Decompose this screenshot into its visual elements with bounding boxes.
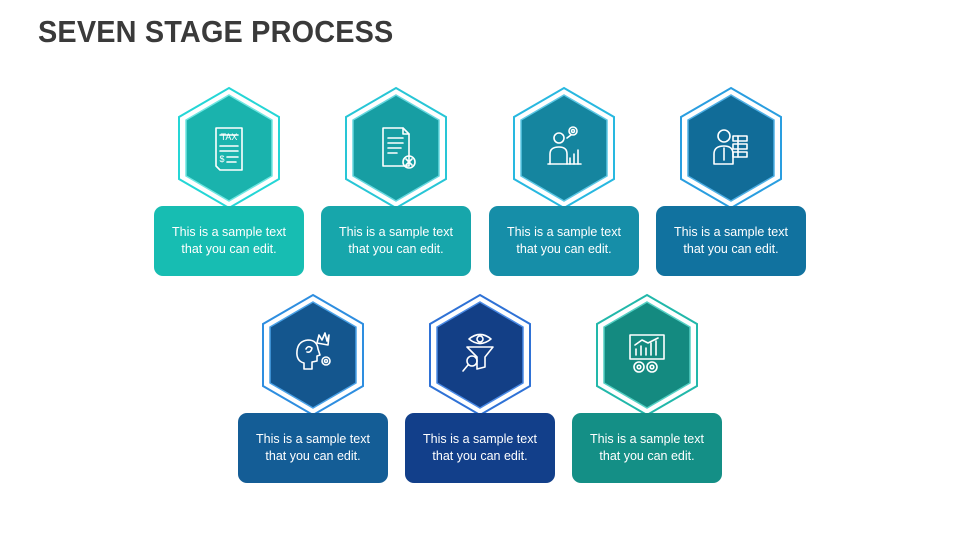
stage-6-hexagon [427, 293, 533, 417]
svg-text:TAX: TAX [221, 132, 238, 142]
stage-4-text-card: This is a sample text that you can edit. [656, 206, 806, 276]
stage-3-text-card: This is a sample text that you can edit. [489, 206, 639, 276]
analyst-chart-icon [547, 126, 582, 165]
stage-2: This is a sample text that you can edit. [321, 86, 471, 286]
stage-7-hexagon [594, 293, 700, 417]
stage-6-text-card: This is a sample text that you can edit. [405, 413, 555, 483]
stage-5-text-line-2: that you can edit. [265, 449, 361, 463]
stage-6: This is a sample text that you can edit. [405, 293, 555, 493]
rejected-document-icon [382, 127, 416, 169]
stage-3-text-line-1: This is a sample text [507, 225, 621, 239]
funnel-search-icon [462, 333, 494, 372]
stage-7-text-card: This is a sample text that you can edit. [572, 413, 722, 483]
stage-5: This is a sample text that you can edit. [238, 293, 388, 493]
stage-5-hexagon [260, 293, 366, 417]
stage-4: This is a sample text that you can edit. [656, 86, 806, 286]
stage-3-hexagon [511, 86, 617, 210]
stage-1-text-line-2: that you can edit. [181, 242, 277, 256]
stage-7: This is a sample text that you can edit. [572, 293, 722, 493]
stage-6-text-line-2: that you can edit. [432, 449, 528, 463]
stage-2-hexagon [343, 86, 449, 210]
page-title: SEVEN STAGE PROCESS [38, 14, 394, 49]
stage-1: TAX $ This is a sample text that you can… [154, 86, 304, 286]
stage-4-hexagon [678, 86, 784, 210]
stage-4-text-line-1: This is a sample text [674, 225, 788, 239]
stage-7-text-line-1: This is a sample text [590, 432, 704, 446]
stage-5-text-card: This is a sample text that you can edit. [238, 413, 388, 483]
stage-2-text-card: This is a sample text that you can edit. [321, 206, 471, 276]
stage-3-text-line-2: that you can edit. [516, 242, 612, 256]
stage-1-hexagon: TAX $ [176, 86, 282, 210]
svg-text:$: $ [219, 154, 224, 164]
stage-7-text-line-2: that you can edit. [599, 449, 695, 463]
thinking-person-icon [296, 332, 331, 370]
stage-5-text-line-1: This is a sample text [256, 432, 370, 446]
stage-3: This is a sample text that you can edit. [489, 86, 639, 286]
stage-2-text-line-2: that you can edit. [348, 242, 444, 256]
stage-1-text-card: This is a sample text that you can edit. [154, 206, 304, 276]
stage-4-text-line-2: that you can edit. [683, 242, 779, 256]
tax-document-icon: TAX $ [215, 127, 243, 171]
growth-gears-icon [629, 334, 665, 373]
stage-2-text-line-1: This is a sample text [339, 225, 453, 239]
person-checklist-icon [713, 129, 748, 165]
stage-6-text-line-1: This is a sample text [423, 432, 537, 446]
stage-1-text-line-1: This is a sample text [172, 225, 286, 239]
